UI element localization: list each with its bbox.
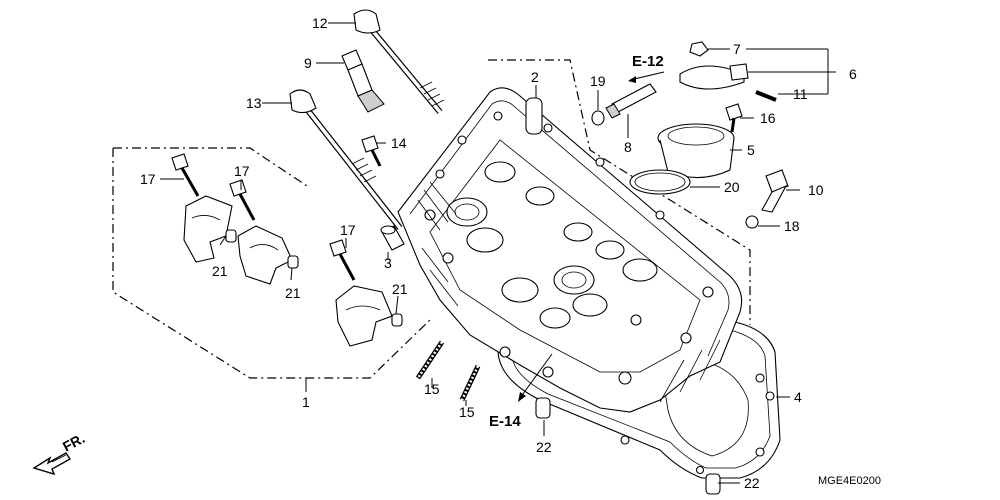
arrow-e12 <box>628 71 665 83</box>
band-6 <box>679 63 749 90</box>
sensor-10 <box>761 169 789 213</box>
bolt-13 <box>289 89 403 230</box>
label-13: 13 <box>246 95 262 111</box>
front-arrow-icon <box>32 452 72 476</box>
dowel-21-c <box>391 313 403 327</box>
dowel-21-a <box>225 229 237 243</box>
leader-lines <box>160 22 836 484</box>
cylinder-head <box>397 87 743 413</box>
insulator-5 <box>657 123 735 179</box>
nut-7 <box>689 41 709 57</box>
stud-15-b <box>459 364 481 402</box>
dowel-22-a <box>535 397 551 419</box>
label-9: 9 <box>304 55 312 71</box>
dowel-pin-3 <box>380 225 405 251</box>
label-22-b: 22 <box>744 475 760 491</box>
label-5: 5 <box>747 142 755 158</box>
label-16: 16 <box>760 110 776 126</box>
label-18: 18 <box>784 218 800 234</box>
label-3: 3 <box>384 255 392 271</box>
washer-19 <box>591 110 605 126</box>
label-17-c: 17 <box>340 222 356 238</box>
group-outline-right <box>488 59 751 325</box>
label-8: 8 <box>624 139 632 155</box>
label-21-a: 21 <box>212 263 228 279</box>
label-21-b: 21 <box>285 285 301 301</box>
ref-e14: E-14 <box>489 413 521 430</box>
o-ring-20 <box>629 169 691 195</box>
bolt-17-c <box>329 239 356 281</box>
drawing-code: MGE4E0200 <box>818 475 881 487</box>
label-12: 12 <box>312 15 328 31</box>
label-15-a: 15 <box>424 381 440 397</box>
label-17-a: 17 <box>140 171 156 187</box>
label-22-a: 22 <box>536 439 552 455</box>
label-6: 6 <box>849 66 857 82</box>
label-15-b: 15 <box>459 404 475 420</box>
bolt-12 <box>353 9 445 114</box>
label-2: 2 <box>531 69 539 85</box>
dowel-22-b <box>705 473 721 495</box>
label-19: 19 <box>590 73 606 89</box>
cam-holder-center <box>335 285 393 347</box>
cam-holder-left-rear <box>237 225 293 285</box>
label-20: 20 <box>724 179 740 195</box>
label-17-b: 17 <box>234 163 250 179</box>
spark-plug-9 <box>341 49 385 113</box>
sensor-8 <box>605 83 657 119</box>
stud-15-a <box>415 340 445 380</box>
bolt-14 <box>361 135 382 167</box>
screw-11 <box>755 90 777 102</box>
washer-18 <box>745 215 759 229</box>
bolt-17-b <box>229 179 256 221</box>
ref-e12: E-12 <box>632 53 664 70</box>
bolt-17-a <box>171 153 200 197</box>
bolt-16 <box>725 103 743 133</box>
front-label: FR. <box>60 430 87 455</box>
label-14: 14 <box>391 135 407 151</box>
label-7: 7 <box>733 41 741 57</box>
dowel-pin-2 <box>525 97 543 135</box>
arrow-e14 <box>518 353 553 402</box>
dowel-21-b <box>287 255 299 269</box>
cam-holder-left-front <box>183 195 233 263</box>
label-4: 4 <box>794 389 802 405</box>
label-10: 10 <box>808 182 824 198</box>
label-11: 11 <box>793 86 808 102</box>
group-outline-left <box>112 147 433 379</box>
label-1: 1 <box>302 394 310 410</box>
label-21-c: 21 <box>392 281 408 297</box>
